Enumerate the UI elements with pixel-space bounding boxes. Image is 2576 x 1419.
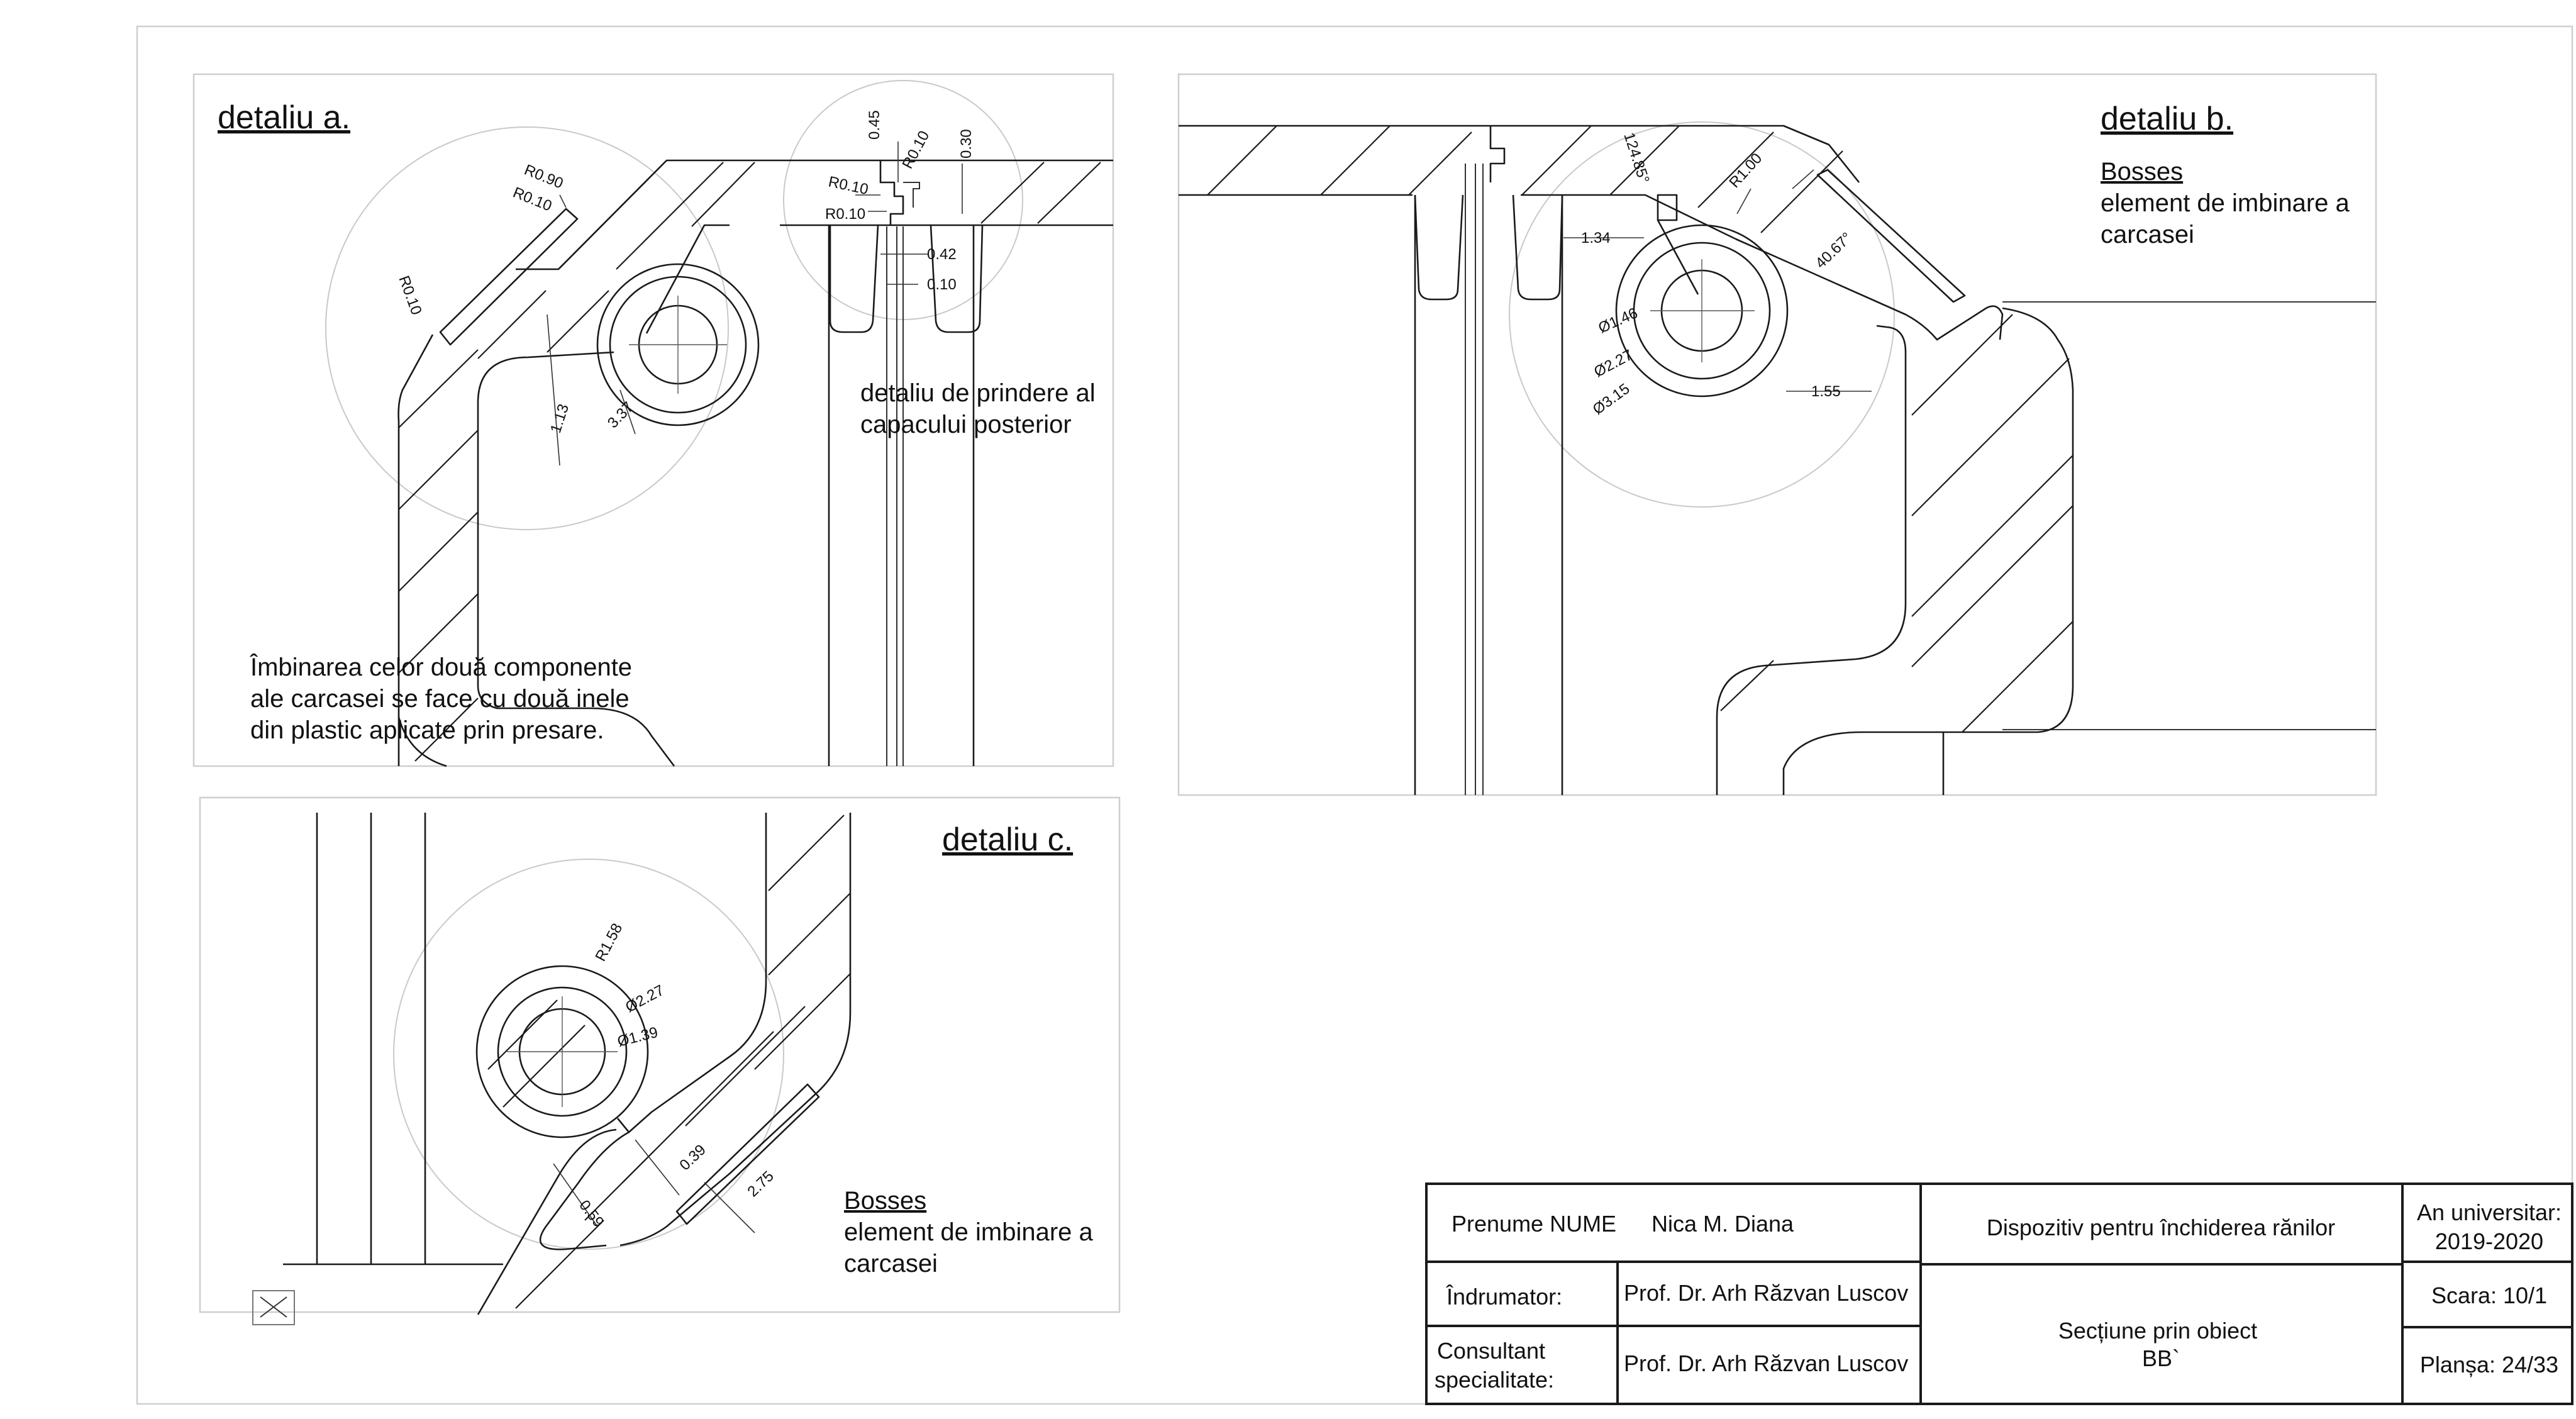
detail-a-title: detaliu a.: [218, 99, 350, 136]
section-line: Secțiune prin obiect: [2058, 1318, 2257, 1344]
dim-label: 0.10: [927, 276, 957, 293]
year-value: 2019-2020: [2435, 1228, 2543, 1254]
detail-b-zoom-circle: [1509, 121, 1895, 508]
detail-b: detaliu b. Bosses element de imbinare a …: [1177, 73, 2377, 796]
dim-label: 0.45: [866, 110, 883, 140]
dim-label: 0.42: [927, 246, 957, 263]
dim-label: 40.67°: [1812, 230, 1855, 272]
detail-a-note-top: detaliu de prindere al capacului posteri…: [860, 379, 1102, 438]
dim-label: 2.75: [744, 1167, 777, 1200]
detail-b-note: element de imbinare a carcasei: [2101, 189, 2357, 248]
dim-label: R1.58: [592, 921, 626, 964]
detail-a-dimension-lines: [547, 142, 963, 466]
consultant-label-line: Consultant: [1437, 1338, 1545, 1364]
dim-label: R0.10: [511, 184, 554, 215]
detail-a-note-bottom: Îmbinarea celor două componente ale carc…: [250, 653, 639, 744]
scale-label: Scara: 10/1: [2431, 1283, 2547, 1308]
title-block: Prenume NUME Nica M. Diana Dispozitiv pe…: [1425, 1182, 2573, 1405]
dim-label: R0.10: [827, 173, 870, 198]
note-line: element de imbinare a: [844, 1218, 1094, 1246]
dim-label: 1.34: [1581, 230, 1611, 247]
detail-a-hatching: [398, 160, 1101, 762]
detail-b-hatching: [1207, 125, 2074, 733]
detail-c-frame: [199, 796, 1121, 1313]
detail-b-heading: Bosses: [2101, 158, 2183, 186]
detail-b-shell: [1179, 125, 2376, 795]
ucs-marker: [252, 1290, 295, 1325]
detail-c: detaliu c. Bosses element de imbinare a …: [199, 796, 1121, 1325]
name-label: Prenume NUME: [1452, 1211, 1616, 1237]
detail-b-boss: [1615, 224, 1789, 398]
dim-label: R0.10: [899, 128, 933, 172]
note-line: din plastic aplicate prin presare.: [250, 716, 604, 744]
dim-label: Ø2.27: [1591, 347, 1635, 381]
advisor-value: Prof. Dr. Arh Răzvan Luscov: [1624, 1280, 1908, 1306]
note-line: ale carcasei se face cu două inele: [250, 685, 630, 713]
name-value: Nica M. Diana: [1652, 1211, 1794, 1237]
detail-c-heading: Bosses: [844, 1187, 926, 1215]
dim-label: 3.37: [604, 399, 637, 431]
dim-label: 1.13: [547, 402, 572, 435]
detail-b-frame: [1177, 73, 2377, 796]
consultant-value: Prof. Dr. Arh Răzvan Luscov: [1624, 1350, 1908, 1376]
consultant-label: Consultant specialitate:: [1435, 1338, 1554, 1393]
detail-c-dimension-labels: R1.58 Ø2.27 Ø1.39 0.39 2.75 0.59: [575, 921, 777, 1231]
section-line: BB`: [2142, 1345, 2180, 1371]
detail-c-zoom-circle: [393, 859, 784, 1250]
note-line: carcasei: [844, 1250, 938, 1277]
detail-c-shell: [283, 813, 852, 1315]
note-line: detaliu de prindere al: [860, 379, 1096, 407]
advisor-label: Îndrumator:: [1446, 1284, 1562, 1310]
detail-c-dimension-lines: [553, 1139, 755, 1233]
note-line: carcasei: [2101, 221, 2194, 248]
project-title: Dispozitiv pentru închiderea rănilor: [1987, 1215, 2335, 1240]
dim-label: Ø1.46: [1596, 304, 1640, 337]
detail-c-note: element de imbinare a carcasei: [844, 1218, 1100, 1277]
detail-a: detaliu a.: [192, 73, 1114, 767]
detail-c-hatching: [487, 815, 851, 1309]
dim-label: Ø3.15: [1590, 381, 1633, 418]
dim-label: R0.10: [825, 206, 865, 223]
dim-label: R0.10: [395, 274, 425, 317]
detail-a-frame: [192, 73, 1114, 767]
detail-a-boss: [596, 263, 760, 426]
dim-label: 0.39: [676, 1141, 709, 1174]
sheet-frame: [136, 25, 2573, 1405]
dim-label: 0.30: [958, 129, 975, 159]
detail-b-title: detaliu b.: [2101, 101, 2233, 137]
detail-b-dimension-lines: [1563, 169, 1872, 392]
dim-label: R1.00: [1726, 150, 1765, 191]
detail-c-boss: [475, 965, 649, 1138]
dim-label: Ø2.27: [623, 982, 667, 1016]
year-label: An universitar:: [2417, 1199, 2562, 1225]
consultant-label-line: specialitate:: [1435, 1367, 1554, 1393]
detail-a-zoom-circle: [325, 126, 729, 530]
note-line: Îmbinarea celor două componente: [250, 653, 632, 681]
sheet-number: Planșa: 24/33: [2420, 1352, 2558, 1377]
dim-label: 1.55: [1811, 383, 1841, 400]
note-line: element de imbinare a: [2101, 189, 2350, 217]
dim-label: R0.90: [522, 162, 565, 192]
note-line: capacului posterior: [860, 411, 1072, 438]
section-title: Secțiune prin obiect BB`: [2058, 1318, 2263, 1371]
detail-c-title: detaliu c.: [942, 821, 1073, 858]
